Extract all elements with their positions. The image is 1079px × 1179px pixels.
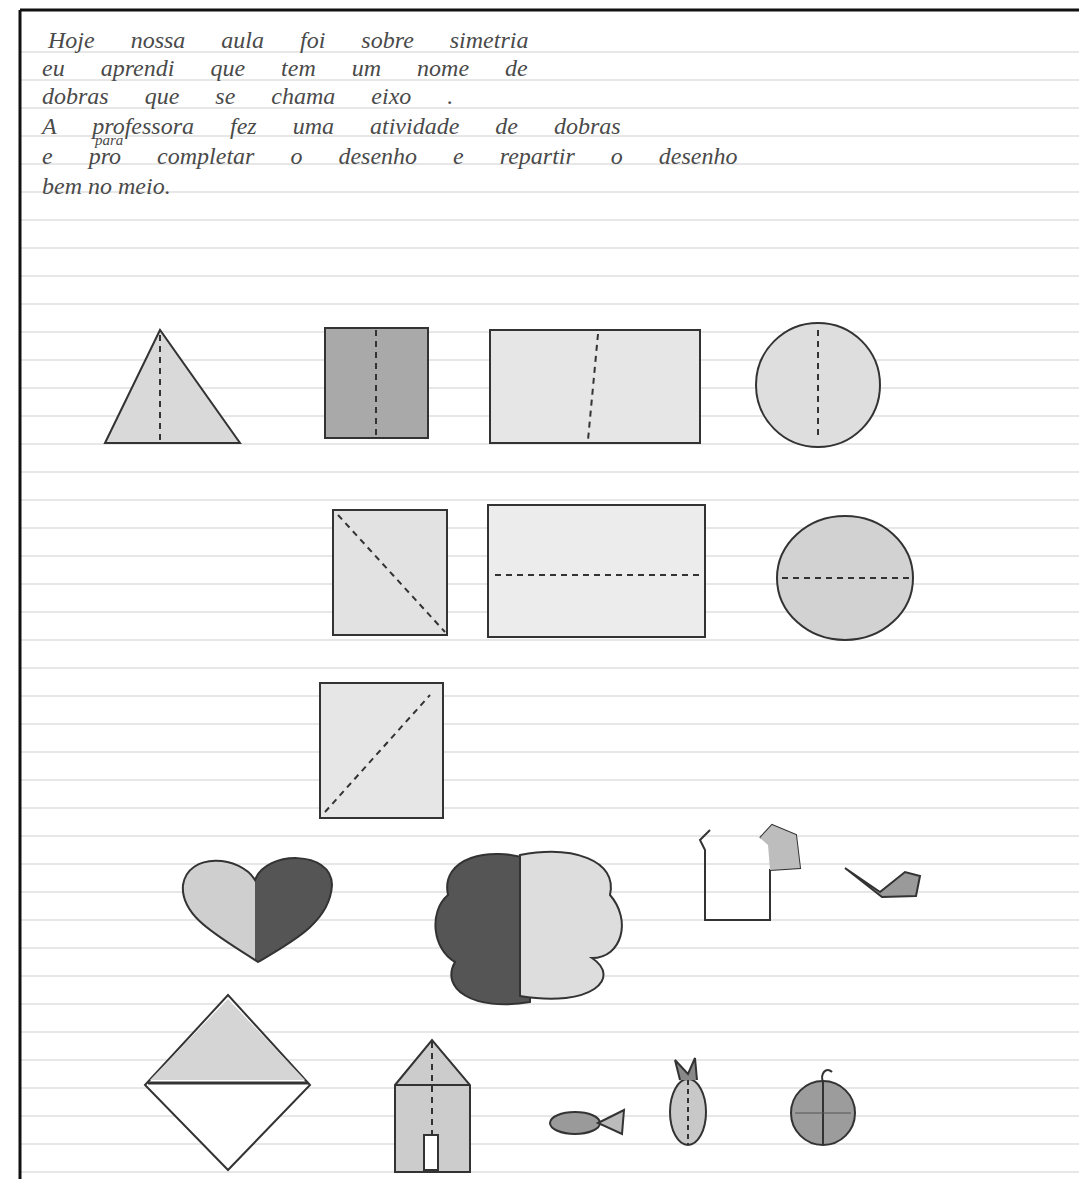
- handwritten-line: dobras que se chama eixo .: [42, 82, 453, 110]
- handwritten-line: A professora fez uma atividade de dobras: [42, 112, 621, 140]
- handwritten-line: eu aprendi que tem um nome de: [42, 54, 528, 82]
- handwritten-line: e pro completar o desenho e repartir o d…: [42, 142, 737, 170]
- handwritten-line: Hoje nossa aula foi sobre simetria: [48, 26, 528, 54]
- handwritten-line: bem no meio.: [42, 172, 171, 200]
